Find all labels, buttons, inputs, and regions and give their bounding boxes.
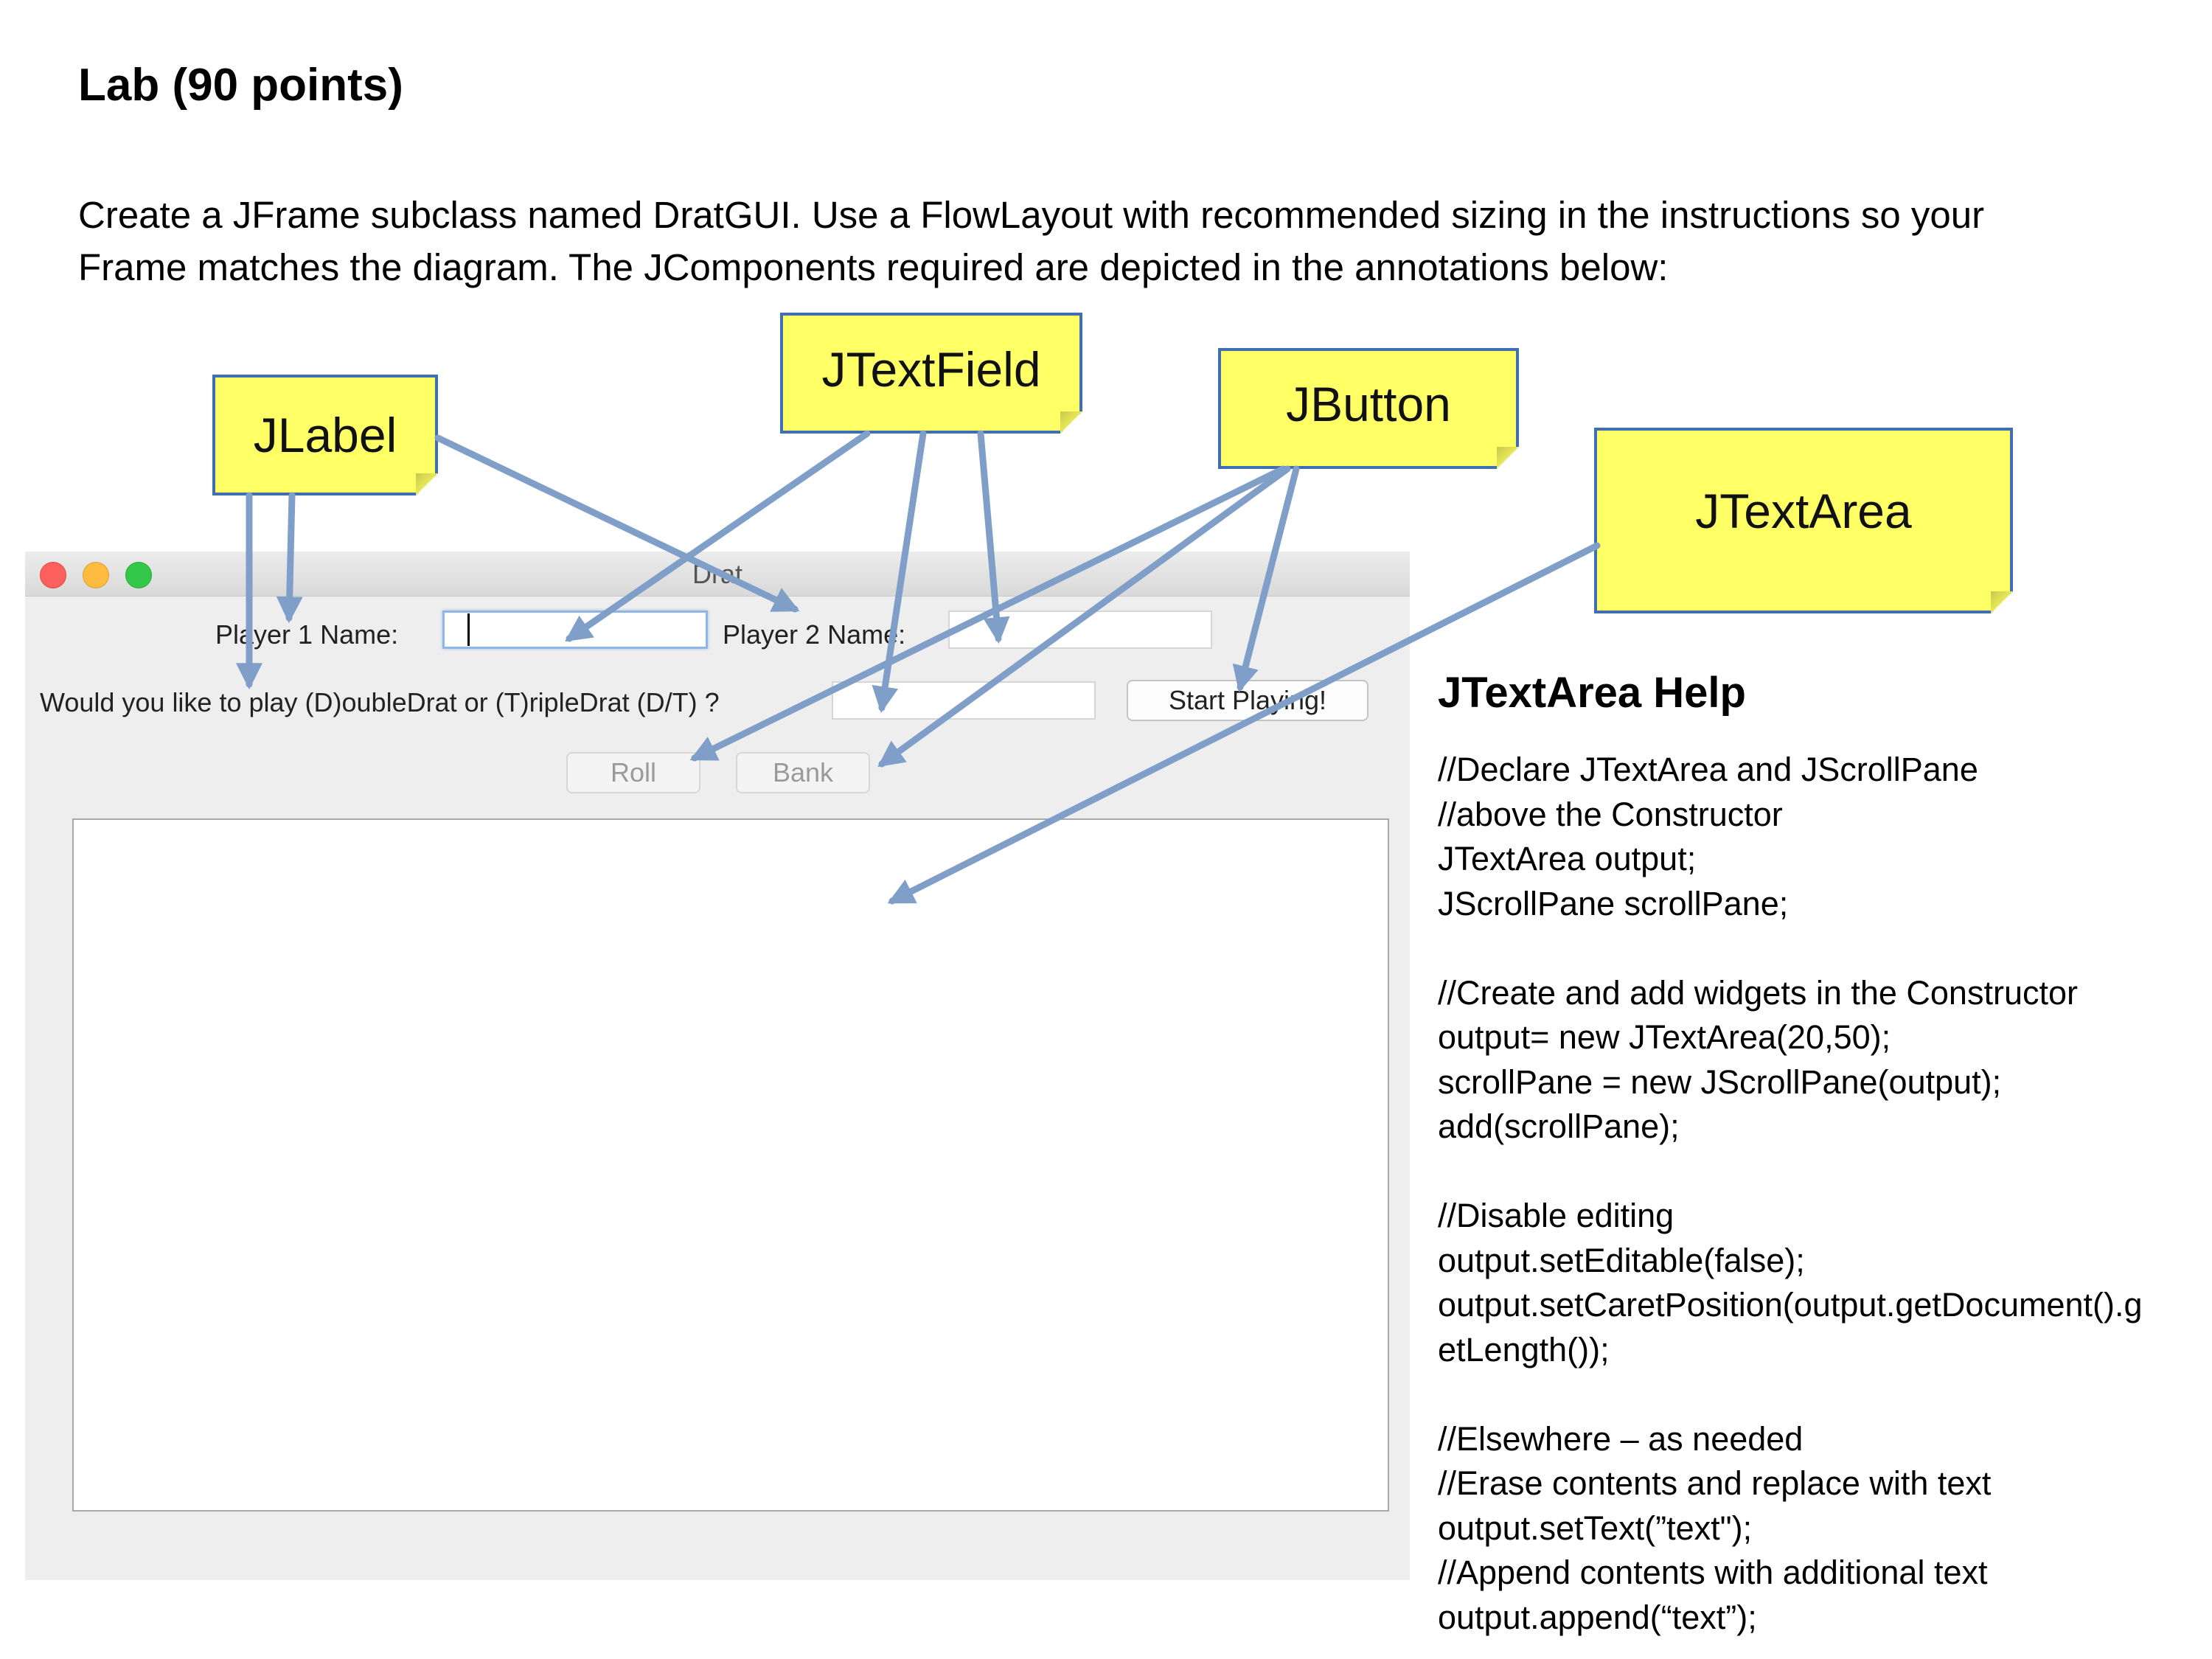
drat-window: Drat Player 1 Name: Player 2 Name: Would… — [25, 552, 1410, 1580]
help-line: scrollPane = new JScrollPane(output); — [1438, 1062, 2002, 1101]
page-heading: Lab (90 points) — [78, 60, 403, 111]
jlabel-note-text: JLabel — [253, 408, 397, 462]
help-line: //Create and add widgets in the Construc… — [1438, 973, 2078, 1012]
help-line: //Erase contents and replace with text — [1438, 1464, 1992, 1502]
jbutton-note: JButton — [1218, 348, 1519, 469]
bank-button[interactable]: Bank — [736, 752, 870, 793]
help-line: output.setEditable(false); — [1438, 1241, 1805, 1279]
help-line: add(scrollPane); — [1438, 1107, 1680, 1145]
help-line: //Append contents with additional text — [1438, 1554, 1988, 1591]
game-type-question-label: Would you like to play (D)oubleDrat or (… — [40, 687, 720, 717]
jtextarea-note-text: JTextArea — [1695, 484, 1912, 538]
help-line: output.setText(”text"); — [1438, 1509, 1753, 1547]
player1-label: Player 1 Name: — [215, 619, 399, 650]
jlabel-note: JLabel — [212, 375, 438, 495]
player2-label: Player 2 Name: — [723, 619, 906, 650]
jbutton-arrow-3 — [1232, 465, 1300, 692]
jtextfield-note: JTextField — [780, 313, 1082, 434]
jlabel-arrow-3 — [434, 434, 800, 613]
help-line: JScrollPane scrollPane; — [1438, 884, 1789, 922]
output-text-area[interactable] — [72, 818, 1389, 1512]
maximize-window-icon[interactable] — [125, 562, 152, 588]
help-code-block: //Declare JTextArea and JScrollPane //ab… — [1438, 748, 2143, 1640]
close-window-icon[interactable] — [40, 562, 66, 588]
help-line — [1438, 1372, 2143, 1417]
roll-button[interactable]: Roll — [566, 752, 700, 793]
jbutton-arrow-1 — [689, 465, 1287, 762]
jtextfield-arrow-3 — [977, 430, 1010, 644]
jtextfield-arrow-1 — [565, 430, 871, 642]
intro-line-2: Frame matches the diagram. The JComponen… — [78, 246, 1669, 288]
help-line: //Elsewhere – as needed — [1438, 1419, 1804, 1458]
intro-line-1: Create a JFrame subclass named DratGUI. … — [78, 194, 1985, 236]
jtextarea-note: JTextArea — [1594, 428, 2013, 613]
help-line: //Disable editing — [1438, 1197, 1674, 1234]
jtextfield-note-text: JTextField — [821, 342, 1041, 397]
help-line: output= new JTextArea(20,50); — [1438, 1018, 1891, 1056]
jbutton-arrow-2 — [877, 465, 1291, 768]
jbutton-note-text: JButton — [1286, 377, 1451, 431]
jtextarea-arrow — [887, 542, 1601, 905]
help-line: output.setCaretPosition(output.getDocume… — [1438, 1286, 2143, 1324]
minimize-window-icon[interactable] — [83, 562, 109, 588]
text-caret — [467, 613, 470, 646]
help-title: JTextArea Help — [1438, 669, 1746, 717]
jtextfield-arrow-2 — [872, 430, 927, 714]
help-line — [1438, 926, 2143, 971]
help-line: etLength()); — [1438, 1330, 1610, 1368]
jlabel-arrow-2 — [276, 492, 303, 624]
help-line — [1438, 1150, 2143, 1194]
help-line: output.append(“text”); — [1438, 1598, 1757, 1636]
help-line: //above the Constructor — [1438, 795, 1783, 833]
help-line: JTextArea output; — [1438, 840, 1697, 877]
help-line: //Declare JTextArea and JScrollPane — [1438, 751, 1978, 788]
